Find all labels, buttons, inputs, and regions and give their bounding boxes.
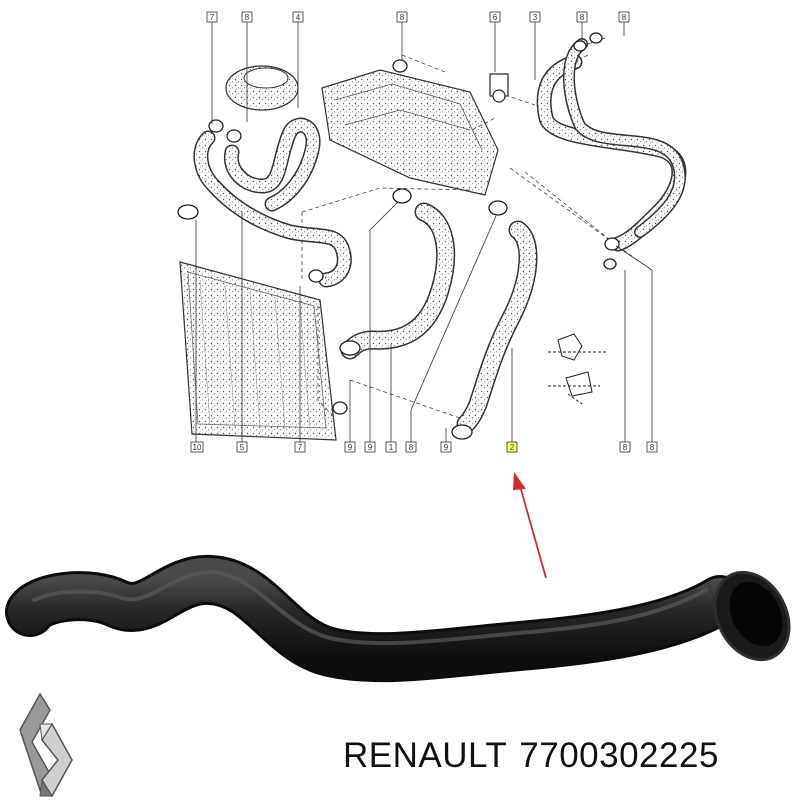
callout-label: 7	[298, 443, 303, 452]
callout-box	[292, 11, 304, 23]
callout-box	[489, 11, 501, 23]
top-callout-labels: 7 8 4 8 6 3 8 8	[206, 11, 630, 23]
callout-box	[440, 441, 452, 453]
callout-box	[190, 441, 204, 453]
part-number: 7700302225	[519, 736, 719, 775]
hose-clamps	[177, 32, 620, 440]
renault-logo	[19, 692, 73, 798]
callout-label: 4	[296, 13, 301, 22]
callout-box	[619, 441, 631, 453]
pointer-arrow	[513, 472, 547, 579]
callout-label: 9	[368, 443, 373, 452]
callout-label: 3	[533, 13, 538, 22]
bottom-callout-labels: 10 5 7 9 9 1 8 9 2 8 8	[190, 441, 658, 453]
engine-block	[321, 69, 499, 196]
callout-label: 9	[348, 443, 353, 452]
callout-label: 8	[622, 13, 627, 22]
callout-label: 6	[493, 13, 498, 22]
callout-label: 10	[193, 443, 202, 452]
callout-box	[385, 441, 397, 453]
hose-1	[340, 202, 456, 360]
thermostat-housing	[489, 73, 509, 103]
callout-label: 8	[650, 443, 655, 452]
callout-label: 1	[389, 443, 394, 452]
radiator	[179, 261, 337, 441]
callout-box	[344, 441, 356, 453]
callout-box	[294, 441, 306, 453]
callout-box	[618, 11, 630, 23]
callout-box	[506, 441, 518, 453]
brand-name: RENAULT	[343, 736, 508, 775]
callout-label: 9	[444, 443, 449, 452]
bottom-callout-leaders	[195, 201, 653, 442]
hose-photo	[5, 555, 791, 683]
callout-box	[236, 441, 248, 453]
callout-box	[364, 441, 376, 453]
callout-label: 2	[510, 443, 515, 452]
callout-box	[241, 11, 253, 23]
hose-4	[223, 117, 321, 212]
callout-box	[405, 441, 417, 453]
callout-label: 5	[240, 443, 245, 452]
callout-box	[646, 441, 658, 453]
mounting-brackets	[548, 333, 606, 405]
callout-box	[576, 11, 588, 23]
callout-box	[396, 11, 408, 23]
callout-label: 8	[409, 443, 414, 452]
footer-title: RENAULT 7700302225	[343, 736, 719, 776]
callout-box	[529, 11, 541, 23]
exploded-diagram	[177, 22, 687, 442]
expansion-tank	[225, 65, 299, 111]
callout-label: 7	[210, 13, 215, 22]
callout-label: 8	[580, 13, 585, 22]
callout-box	[206, 11, 218, 23]
callout-label: 8	[400, 13, 405, 22]
callout-label: 8	[623, 443, 628, 452]
callout-label: 8	[245, 13, 250, 22]
top-callout-leaders	[211, 22, 625, 124]
